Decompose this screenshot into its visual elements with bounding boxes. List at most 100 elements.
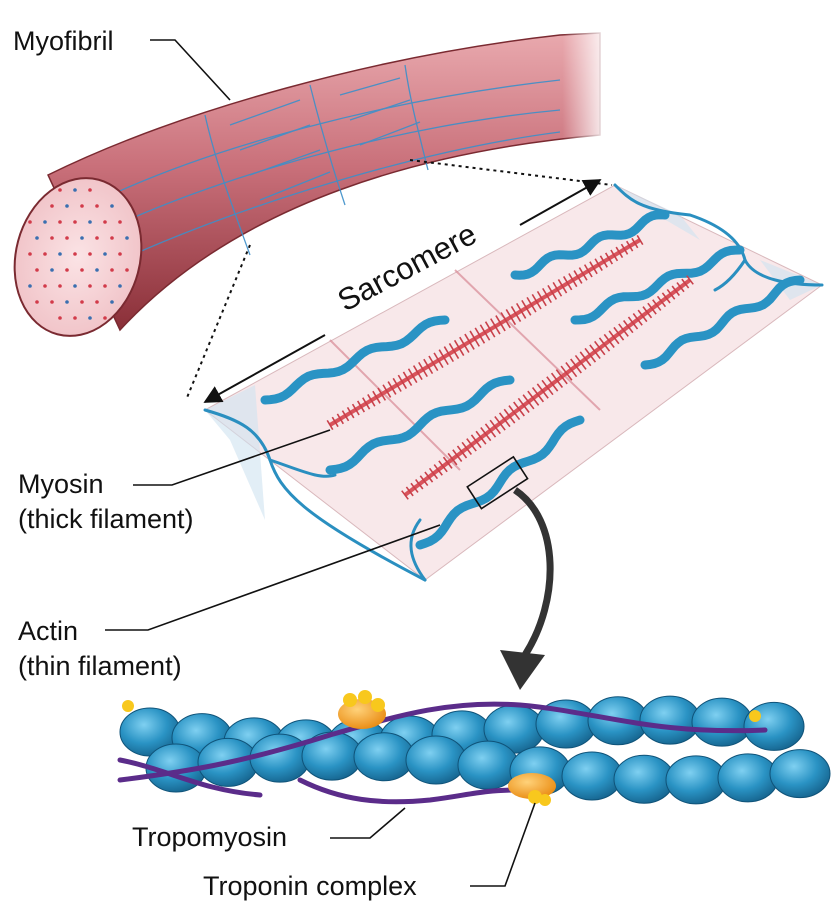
myosin-head [510,306,522,322]
cross-section-dot [80,268,84,272]
myosin-head [484,423,497,438]
myosin-head [505,309,517,326]
myosin-head [469,330,480,347]
myosin-head [666,288,676,300]
myosin-head [405,486,414,497]
myosin-head [490,318,501,335]
myosin-head [387,381,397,395]
cross-section-dot [88,252,92,256]
myofibril-illustration [13,20,610,337]
myosin-head [656,295,667,308]
cross-section-dot [88,284,92,288]
troponin-complex-lower [508,773,556,806]
myosin-head [536,290,547,307]
cross-section-dot [58,188,62,192]
myosin-head [438,460,448,473]
myosin-head [397,374,408,389]
myosin-head [604,252,614,265]
cross-section-dot [50,236,54,240]
myosin-head [570,358,582,374]
myosin-head [423,358,434,375]
myosin-head [461,441,473,456]
actin-monomer [769,749,831,799]
myosin-label: Myosin [18,469,104,499]
myosin-head [615,246,624,259]
myosin-head [346,406,355,419]
myosin-head [459,336,470,353]
myosin-head [618,323,629,337]
cross-section-dot [80,204,84,208]
cross-section-dot [88,188,92,192]
myosin-head [475,430,487,445]
myosin-head [631,237,639,249]
myosin-head [410,482,419,493]
myosin-head [547,284,558,300]
cross-section-dot [103,284,107,288]
myosin-head [513,401,525,417]
myosin-head [402,371,413,386]
myosin-head [608,330,620,345]
myosin-head [442,456,453,469]
sarcomere-panel [203,183,824,582]
myosin-head [531,293,542,310]
cross-section-dot [28,220,32,224]
myosin-head [584,347,597,363]
actin-thin-filaments [260,210,805,550]
cross-section-dot [50,204,54,208]
cross-section-dot [95,236,99,240]
actin-monomer [457,740,519,790]
myosin-head [367,394,376,407]
actin-monomer [743,701,805,751]
cross-section-dot [110,268,114,272]
myosin-head [578,267,588,281]
myosin-head [686,275,694,285]
myosin-head [489,419,501,435]
myosin-head [372,390,381,404]
cross-section-dot [88,316,92,320]
actin-monomer [405,735,467,785]
myosin-head [598,337,611,352]
myosin-head [382,384,392,398]
cross-section-dot [118,252,122,256]
actin-monomers [119,695,831,805]
cross-section-dot [28,252,32,256]
myosin-head [331,416,339,428]
myosin-head [448,343,460,359]
myosin-head [599,255,608,268]
myosin-head [401,490,409,500]
myosin-head [546,376,559,392]
myosin-head [637,309,648,323]
troponin-complex-edge [122,700,761,722]
myosin-head [613,326,625,341]
cross-section-dot [65,300,69,304]
myosin-head [356,400,366,413]
cross-section-dot [58,284,62,288]
cross-section-dot [95,268,99,272]
myosin-head [573,270,583,284]
cross-section-dot [118,284,122,288]
cross-section-dot [73,284,77,288]
myosin-head [526,296,537,313]
myosin-head [407,368,418,384]
myosin-head [589,261,598,275]
cross-section-dot [73,220,77,224]
cross-section-dot [103,252,107,256]
myosin-head [452,449,463,462]
tropomyosin-leader [330,807,406,839]
actin-monomer [353,732,415,782]
myosin-head [515,302,527,319]
myosin-head [521,299,532,316]
myosin-head [479,324,491,341]
cross-section-dot [80,300,84,304]
actin-strand [570,245,745,325]
myosin-head [418,361,428,378]
myosin-head [555,369,568,385]
myosin-head [419,475,429,487]
myosin-head [579,351,592,367]
cross-section-dot [50,268,54,272]
myosin-head [542,287,552,304]
myosin-head [326,419,334,431]
cross-section-dot [110,236,114,240]
